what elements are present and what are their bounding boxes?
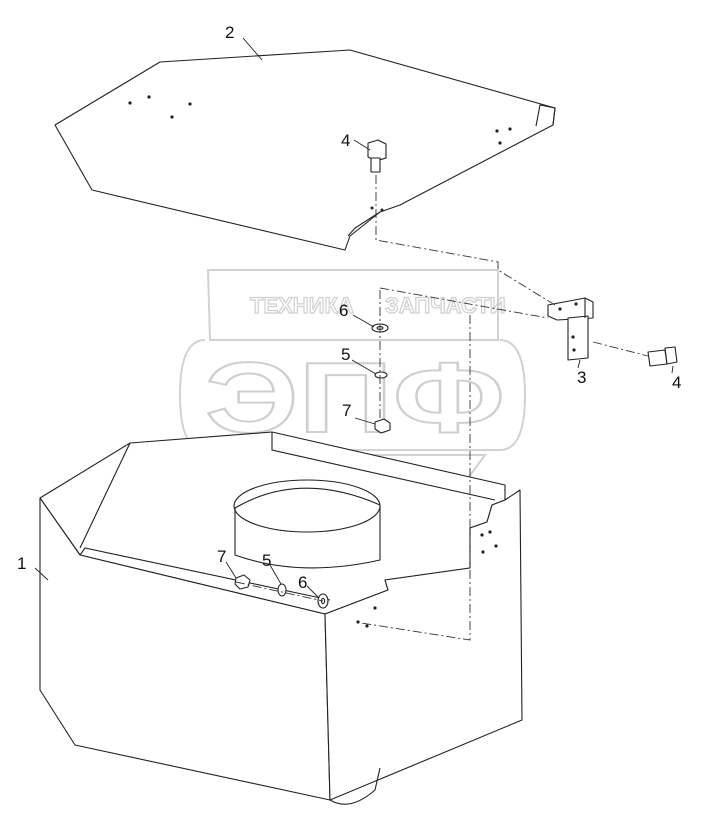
- leader-lines: [34, 37, 674, 598]
- callout-2: 2: [225, 23, 234, 42]
- callout-5-lower: 5: [262, 551, 271, 570]
- callout-1: 1: [17, 554, 26, 573]
- cover-plate-part-2: [54, 49, 556, 251]
- center-lines: [235, 175, 649, 641]
- callout-6-upper: 6: [339, 301, 348, 320]
- callout-4-right: 4: [672, 373, 681, 392]
- callouts: 2 4 6 5 7 3 4 1 7 5 6: [17, 23, 681, 592]
- bolt-part-4-upper: [367, 139, 387, 173]
- callout-5-upper: 5: [341, 345, 350, 364]
- lock-washer-part-5-upper: [374, 371, 388, 379]
- lock-washer-part-5-lower: [277, 583, 287, 597]
- callout-4-upper: 4: [341, 131, 350, 150]
- nut-part-7-upper: [374, 418, 391, 434]
- box-housing-part-1: [39, 431, 523, 805]
- bolt-part-4-right: [647, 346, 678, 367]
- watermark-text-left: ТЕХНИКА: [250, 293, 354, 318]
- hinge-part-3: [547, 297, 594, 361]
- callout-7-upper: 7: [342, 401, 351, 420]
- callout-6-lower: 6: [298, 573, 307, 592]
- callout-7-lower: 7: [217, 547, 226, 566]
- callout-3: 3: [577, 368, 586, 387]
- watermark-text-right: ЗАПЧАСТИ: [385, 293, 506, 318]
- nut-part-7-lower: [234, 574, 251, 590]
